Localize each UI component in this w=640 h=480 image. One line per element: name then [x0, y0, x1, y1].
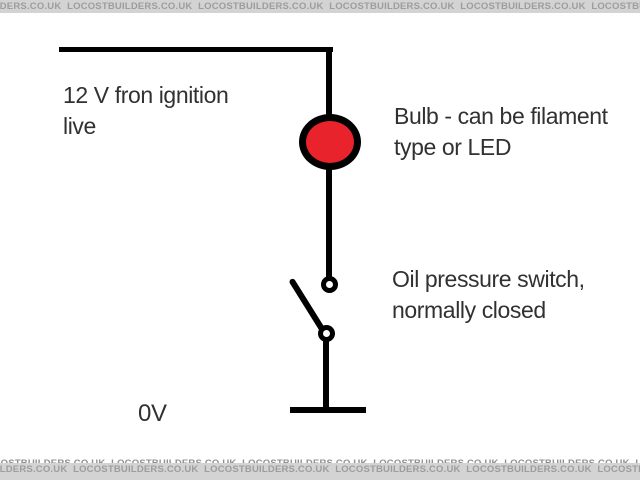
watermark-text: LOCOSTBUILDERS.CO.UK LOCOSTBUILDERS.CO.U…	[0, 1, 640, 12]
switch-label-line1: Oil pressure switch,	[392, 266, 585, 292]
bulb-label: Bulb - can be filament type or LED	[394, 101, 608, 163]
watermark-text: LOCOSTBUILDERS.CO.UK LOCOSTBUILDERS.CO.U…	[0, 464, 640, 475]
watermark-text: LOCOSTBUILDERS.CO.UK LOCOSTBUILDERS.CO.U…	[0, 0, 640, 3]
supply-wire-horizontal	[59, 47, 333, 52]
watermark-band-top: LOCOSTBUILDERS.CO.UK LOCOSTBUILDERS.CO.U…	[0, 0, 640, 13]
switch-label-line2: normally closed	[392, 297, 546, 323]
supply-label-line1: 12 V fron ignition	[63, 82, 229, 108]
wire-supply-to-bulb	[326, 47, 332, 117]
watermark-text: LOCOSTBUILDERS.CO.UK LOCOSTBUILDERS.CO.U…	[0, 459, 640, 463]
ground-symbol	[290, 407, 366, 413]
watermark-fragment-row-bottom: LOCOSTBUILDERS.CO.UK LOCOSTBUILDERS.CO.U…	[0, 459, 640, 463]
watermark-band-bottom: LOCOSTBUILDERS.CO.UK LOCOSTBUILDERS.CO.U…	[0, 459, 640, 480]
watermark-fragment-row-top: LOCOSTBUILDERS.CO.UK LOCOSTBUILDERS.CO.U…	[0, 0, 640, 3]
bulb-label-line1: Bulb - can be filament	[394, 103, 608, 129]
switch-label: Oil pressure switch, normally closed	[392, 264, 585, 326]
ground-label: 0V	[138, 400, 167, 427]
switch-top-terminal-icon	[321, 276, 338, 293]
switch-bottom-terminal-icon	[318, 325, 335, 342]
supply-label-line2: live	[63, 113, 96, 139]
wire-switch-to-ground	[323, 340, 329, 410]
supply-label: 12 V fron ignition live	[63, 80, 229, 142]
wire-bulb-to-switch	[326, 166, 332, 278]
bulb-label-line2: type or LED	[394, 134, 512, 160]
watermark-strip-bottom: LOCOSTBUILDERS.CO.UK LOCOSTBUILDERS.CO.U…	[0, 463, 640, 480]
bulb-icon	[299, 114, 361, 170]
